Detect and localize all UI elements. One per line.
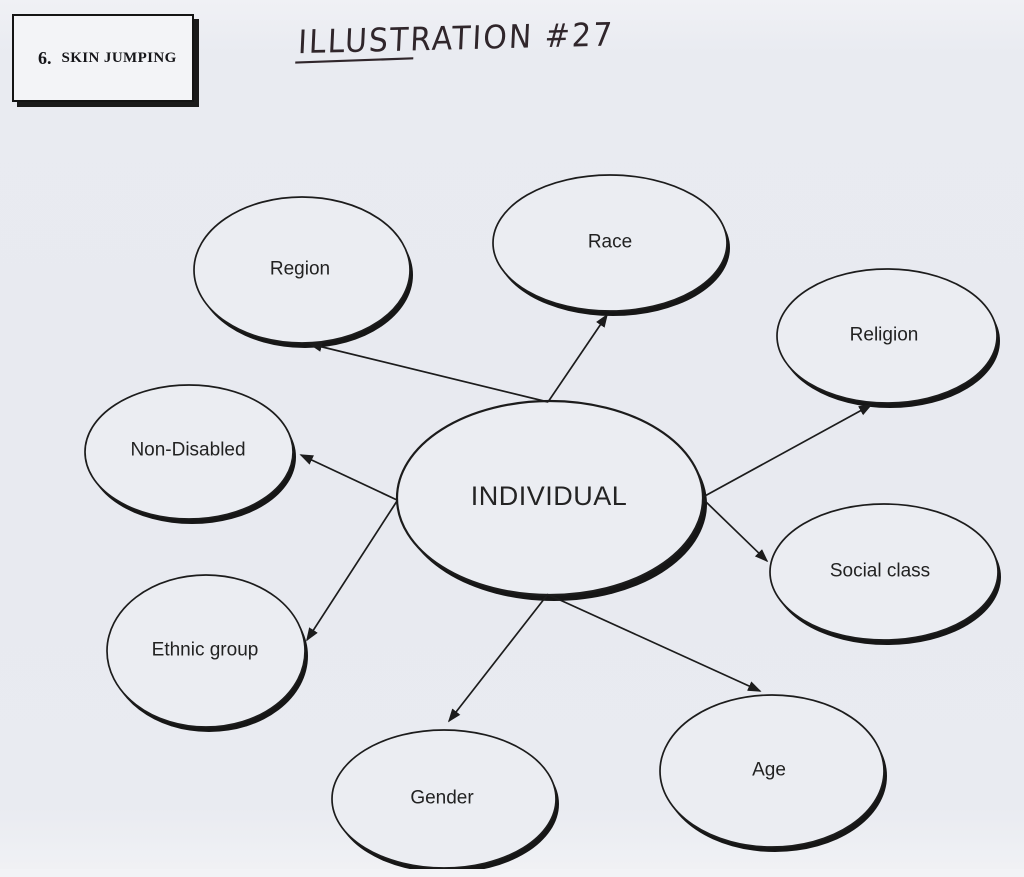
section-title: SKIN JUMPING [61,49,177,66]
node-region-label: Region [270,259,330,280]
arrow-to-region [308,341,549,403]
node-ethnic-group-label: Ethnic group [152,640,259,661]
node-non-disabled-label: Non-Disabled [130,440,245,461]
section-box: 6. SKIN JUMPING [12,14,194,102]
node-gender-label: Gender [410,788,474,809]
arrow-to-age [548,594,762,692]
node-ethnic-group: Ethnic group [106,574,308,732]
arrow-to-religion [702,404,873,498]
node-region: Region [193,196,413,348]
arrow-to-gender [447,593,549,723]
node-non-disabled: Non-Disabled [84,384,296,524]
arrow-to-race [547,313,608,403]
arrow-to-non-disabled [299,454,398,501]
node-race: Race [492,174,730,316]
node-social-class-label: Social class [830,561,930,582]
center-node-label: INDIVIDUAL [471,481,628,511]
arrow-to-social-class [702,498,769,563]
node-age: Age [659,694,887,852]
section-number: 6. [38,47,52,68]
node-religion-label: Religion [850,325,919,346]
node-age-label: Age [752,760,786,781]
node-race-label: Race [588,232,632,253]
scan-edge-strip [0,869,1024,877]
arrow-to-ethnic-group [306,500,398,642]
node-social-class: Social class [769,503,1001,645]
center-node: INDIVIDUAL [395,399,707,601]
node-religion: Religion [776,268,1000,408]
node-gender: Gender [331,729,559,873]
